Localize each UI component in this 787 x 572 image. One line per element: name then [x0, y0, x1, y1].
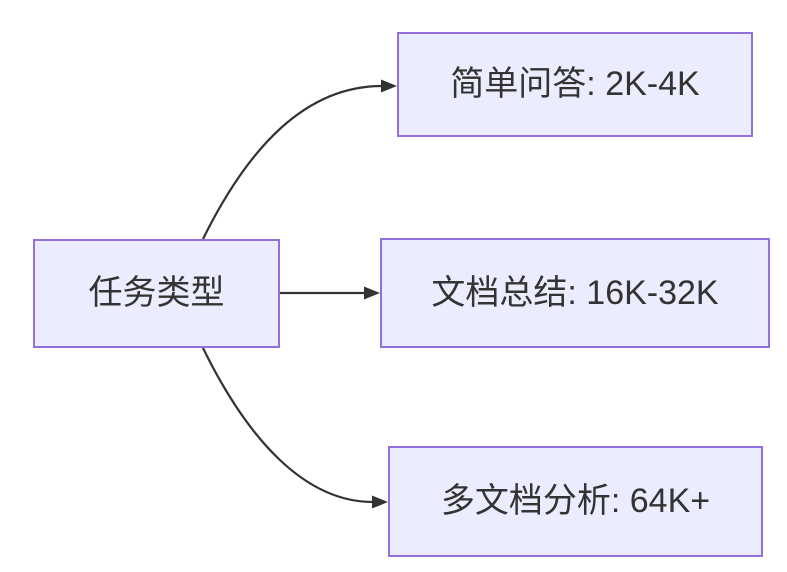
arrowhead-icon [364, 286, 380, 300]
node-doc-summary: 文档总结: 16K-32K [380, 238, 770, 348]
node-multi-doc-analysis: 多文档分析: 64K+ [388, 446, 763, 557]
node-label: 多文档分析: 64K+ [440, 482, 711, 521]
node-simple-qa: 简单问答: 2K-4K [397, 32, 753, 137]
node-label: 文档总结: 16K-32K [431, 273, 719, 312]
arrowhead-icon [381, 79, 397, 93]
node-task-type: 任务类型 [33, 239, 280, 348]
node-label: 简单问答: 2K-4K [450, 65, 700, 104]
edge-to-simple-qa [202, 84, 383, 240]
node-label: 任务类型 [88, 274, 225, 313]
edge-to-multi-doc-analysis [202, 347, 374, 504]
arrowhead-icon [372, 495, 388, 509]
